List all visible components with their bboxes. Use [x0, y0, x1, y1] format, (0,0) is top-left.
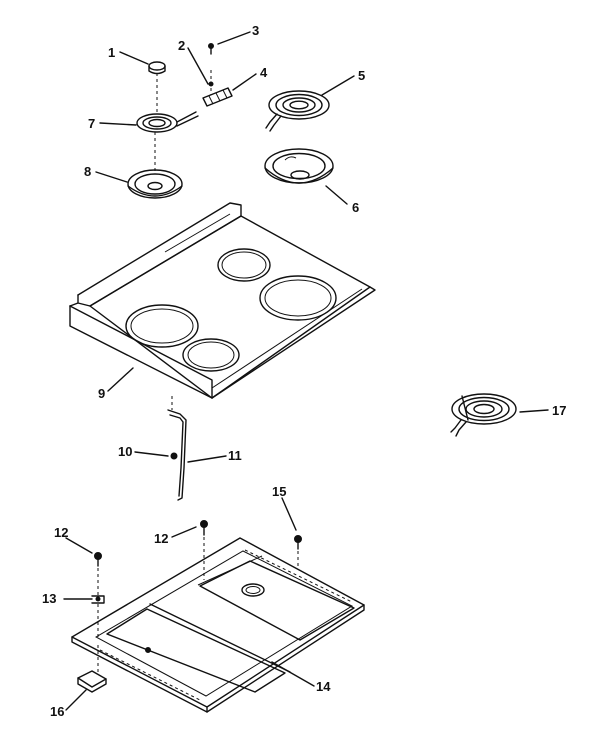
label-part-14: 14: [316, 679, 331, 694]
label-part-13: 13: [42, 591, 56, 606]
part-7-small-element: [136, 73, 199, 133]
part-16-bracket: [77, 645, 107, 693]
part-1-cap: [148, 61, 166, 75]
part-14-burner-box: [71, 537, 365, 713]
part-8-small-drip-bowl: [127, 132, 183, 199]
part-6-large-drip-bowl: [264, 148, 334, 184]
part-13-clip: [91, 595, 105, 604]
part-17-surface-element: [450, 393, 517, 437]
part-12-screw-center: [200, 520, 208, 580]
part-5-large-element: [265, 90, 330, 132]
label-part-8: 8: [84, 164, 91, 179]
part-9-cooktop: [69, 202, 376, 399]
label-part-12-center: 12: [154, 531, 168, 546]
part-3-screw: [208, 43, 214, 55]
label-part-11: 11: [228, 448, 242, 463]
leader-lines: [63, 31, 549, 711]
label-part-7: 7: [88, 116, 95, 131]
part-15-screw: [294, 535, 302, 566]
label-part-4: 4: [260, 65, 268, 80]
label-part-15: 15: [272, 484, 286, 499]
label-part-5: 5: [358, 68, 365, 83]
part-4-terminal-block: [202, 70, 233, 107]
label-part-16: 16: [50, 704, 64, 719]
part-labels: 1 2 3 4 5 6 7 8 9 10 11 12 12 13 14 15 1…: [42, 23, 566, 719]
label-part-17: 17: [552, 403, 566, 418]
label-part-1: 1: [108, 45, 115, 60]
label-part-9: 9: [98, 386, 105, 401]
label-part-6: 6: [352, 200, 359, 215]
label-part-3: 3: [252, 23, 259, 38]
label-part-2: 2: [178, 38, 185, 53]
label-part-12-left: 12: [54, 525, 68, 540]
part-12-screw-left: [94, 552, 102, 640]
part-11-wire-harness: [167, 396, 187, 501]
label-part-10: 10: [118, 444, 132, 459]
